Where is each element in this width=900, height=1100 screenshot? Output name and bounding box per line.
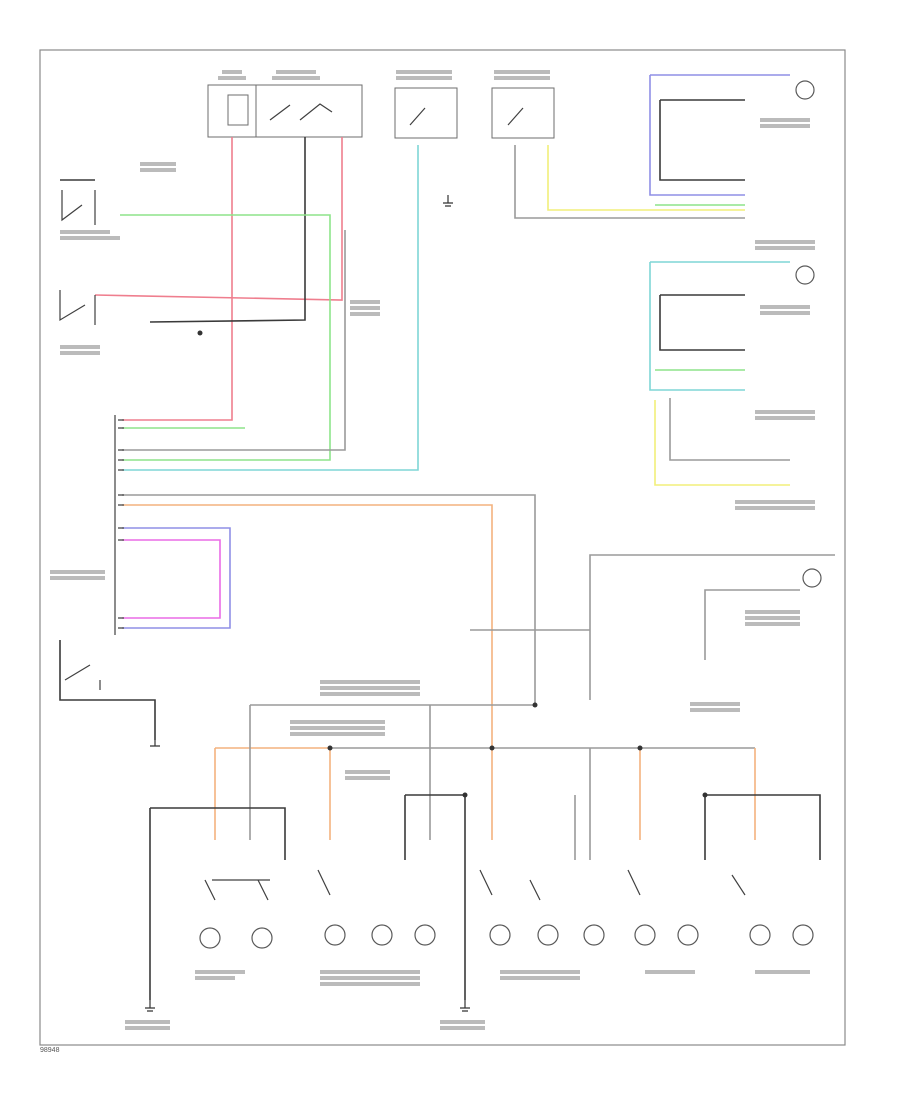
wire-orange-1 [122, 504, 493, 840]
grounds [145, 195, 708, 1012]
wire-orange-2 [214, 747, 330, 840]
lamp-icon [583, 924, 605, 946]
wire-green-1 [120, 214, 331, 461]
wire-black-1 [149, 137, 306, 323]
wire-yellow-2 [654, 400, 790, 486]
lamp-icon [749, 924, 771, 946]
switches [59, 190, 746, 901]
fuse-block-top [207, 84, 555, 139]
wire-cyan-2 [649, 261, 790, 391]
ground-icon [145, 1000, 155, 1012]
wire-gray-10 [574, 748, 591, 860]
wire-black-6 [404, 794, 466, 1000]
wire-black-3 [659, 294, 745, 351]
left-connector [114, 415, 124, 635]
wire-gray-2 [122, 494, 536, 705]
ground-icon [443, 195, 453, 207]
wire-black-7 [704, 794, 821, 860]
lamp-icon [414, 924, 436, 946]
lamp-icon [677, 924, 699, 946]
wire-gray-9 [249, 705, 431, 840]
wire-gray-3 [514, 145, 745, 219]
lamp-icon [792, 924, 814, 946]
lamp-icon [251, 927, 273, 949]
lamp-icon [802, 568, 822, 588]
ground-icon [460, 1000, 470, 1012]
lamp-icon [324, 924, 346, 946]
wire-blue-2 [649, 74, 790, 196]
wire-orange-3 [639, 748, 756, 840]
lamp-icon [537, 924, 559, 946]
wire-black-4 [150, 807, 286, 860]
wire-red-2 [94, 137, 343, 301]
wire-gray-1 [122, 230, 346, 451]
lamp-icon [371, 924, 393, 946]
illegible-labels [50, 70, 815, 1030]
wire-black-2 [659, 99, 745, 181]
lamp-icon [795, 80, 815, 100]
lamp-icon [489, 924, 511, 946]
lamps [199, 80, 822, 949]
wire-pink-1 [122, 539, 221, 619]
ground-icon [150, 740, 160, 747]
wire-gray-5 [589, 554, 835, 615]
wire-yellow-1 [547, 145, 745, 211]
wire-gray-4 [669, 398, 790, 461]
wire-blue-1 [122, 527, 231, 629]
wire-red-1 [122, 137, 233, 421]
lamp-icon [634, 924, 656, 946]
wire-black-9 [59, 640, 156, 740]
diagram-code: 98948 [40, 1047, 60, 1054]
wire-cyan-1 [122, 145, 419, 471]
lamp-icon [795, 265, 815, 285]
wire-gray-6 [704, 589, 800, 660]
diagram-frame [39, 49, 846, 1046]
lamp-icon [199, 927, 221, 949]
